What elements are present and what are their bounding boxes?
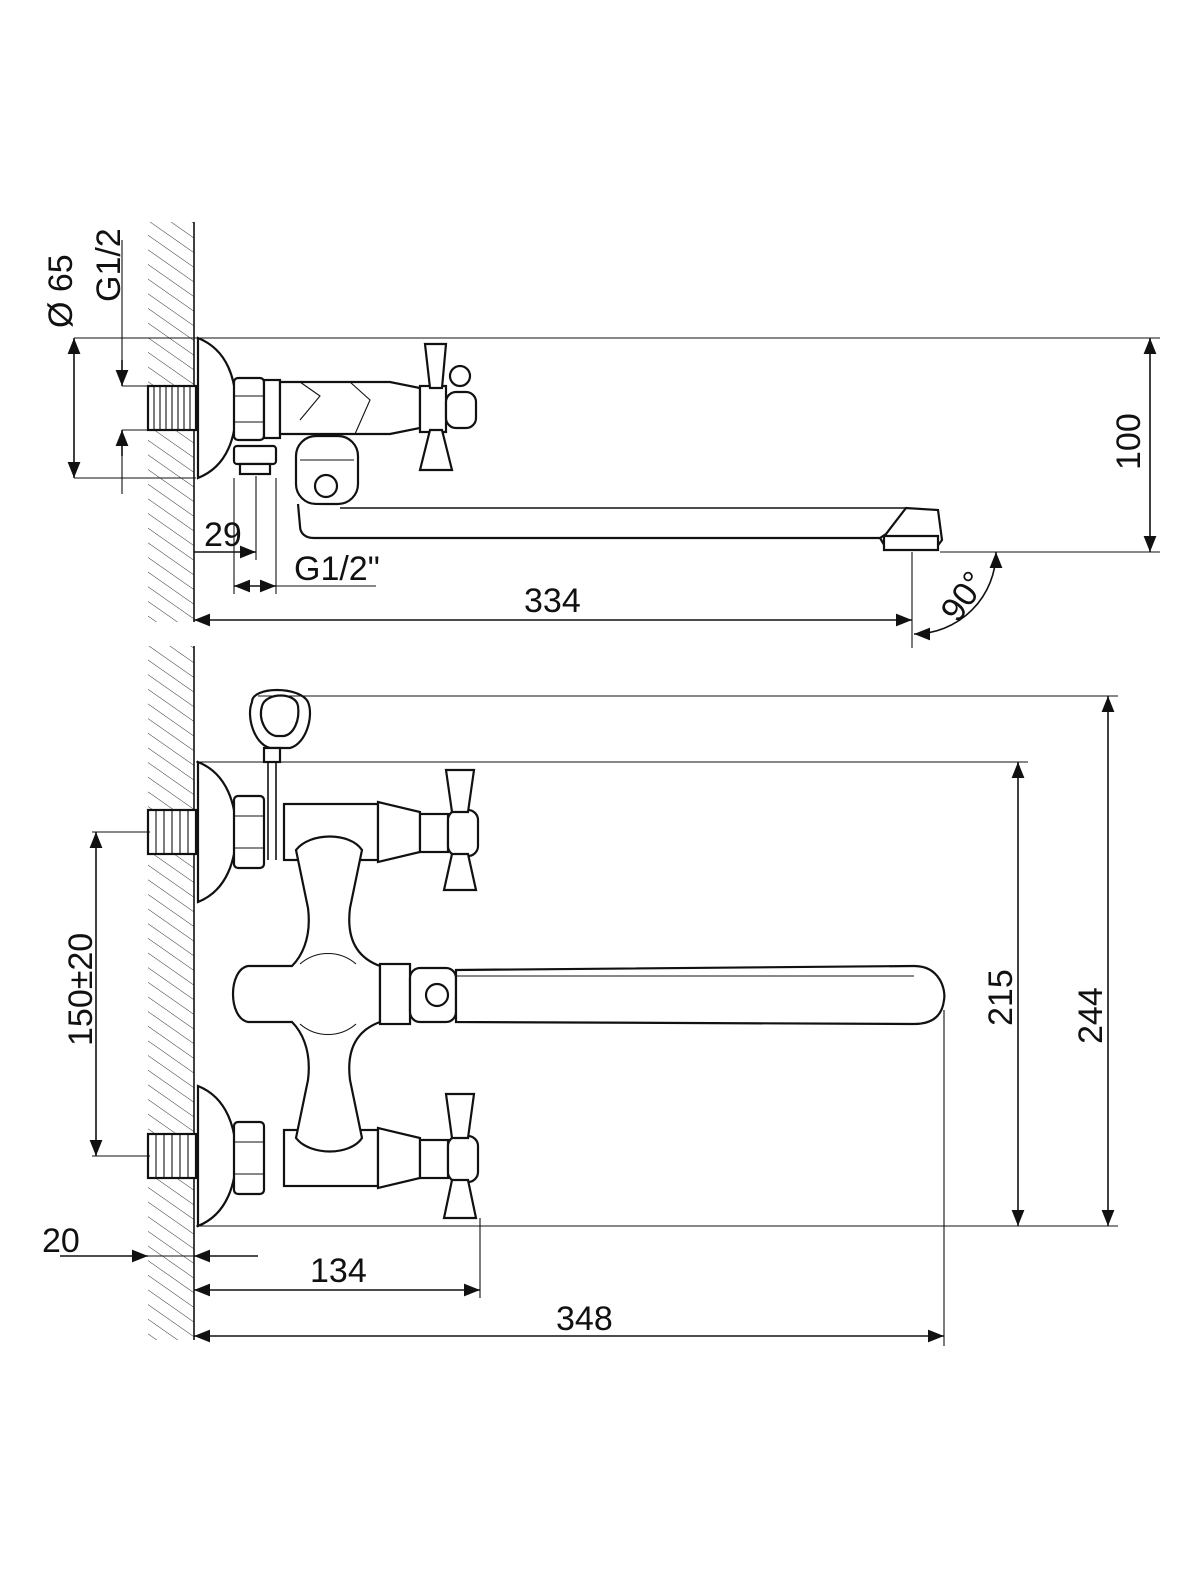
dim-height-100: 100 — [196, 337, 1160, 553]
side-valve-body — [278, 380, 478, 436]
connector-thread-label: G1/2" — [294, 550, 380, 588]
top-cross-handle — [442, 768, 478, 892]
side-flange — [196, 336, 238, 480]
side-view: Ø 65 G1/2 29 G1/2" — [42, 222, 1160, 648]
spacing-label: 150±20 — [62, 933, 100, 1046]
angle-label: 90° — [933, 565, 994, 629]
diameter-label: Ø 65 — [42, 254, 80, 328]
dim-spacing-150: 150±20 — [62, 831, 150, 1157]
spout-reach-label: 348 — [556, 1300, 613, 1338]
front-top-flange — [146, 760, 238, 904]
dim-angle-90: 90° — [913, 551, 1003, 641]
dim-offset-29: 29 — [194, 476, 257, 560]
dim-body-height-215: 215 — [196, 761, 1118, 1227]
dim-connector-thread: G1/2" — [233, 478, 380, 594]
dim-handle-reach-134: 134 — [194, 1218, 481, 1298]
offset-label: 29 — [204, 516, 242, 554]
side-spout — [296, 503, 944, 552]
wall-gap-label: 20 — [42, 1222, 80, 1260]
dim-thread-g12: G1/2 — [90, 228, 150, 494]
dim-spout-reach-348: 348 — [194, 1010, 945, 1346]
dim-reach-334: 334 — [194, 552, 913, 648]
bottom-cross-handle — [442, 1092, 478, 1220]
side-cross-handle — [418, 342, 472, 472]
dim-wall-gap-20: 20 — [42, 1222, 258, 1263]
mixer-body — [231, 835, 412, 1153]
body-height-label: 215 — [982, 969, 1020, 1026]
side-thread-pipe — [146, 384, 198, 432]
reach-label: 334 — [524, 582, 581, 620]
wall-bottom — [148, 646, 195, 1340]
shower-holder — [248, 688, 312, 860]
dim-total-height-244: 244 — [258, 695, 1118, 1226]
side-nut — [232, 376, 282, 442]
side-diverter — [232, 434, 360, 506]
dim-diameter-65: Ø 65 — [42, 254, 196, 479]
front-bottom-flange — [146, 1084, 238, 1228]
thread-label: G1/2 — [90, 228, 128, 302]
front-view: 150±20 20 134 348 215 — [42, 646, 1118, 1346]
total-height-label: 244 — [1072, 987, 1110, 1044]
front-spout — [408, 964, 946, 1026]
height-label: 100 — [1110, 413, 1148, 470]
handle-reach-label: 134 — [310, 1252, 367, 1290]
